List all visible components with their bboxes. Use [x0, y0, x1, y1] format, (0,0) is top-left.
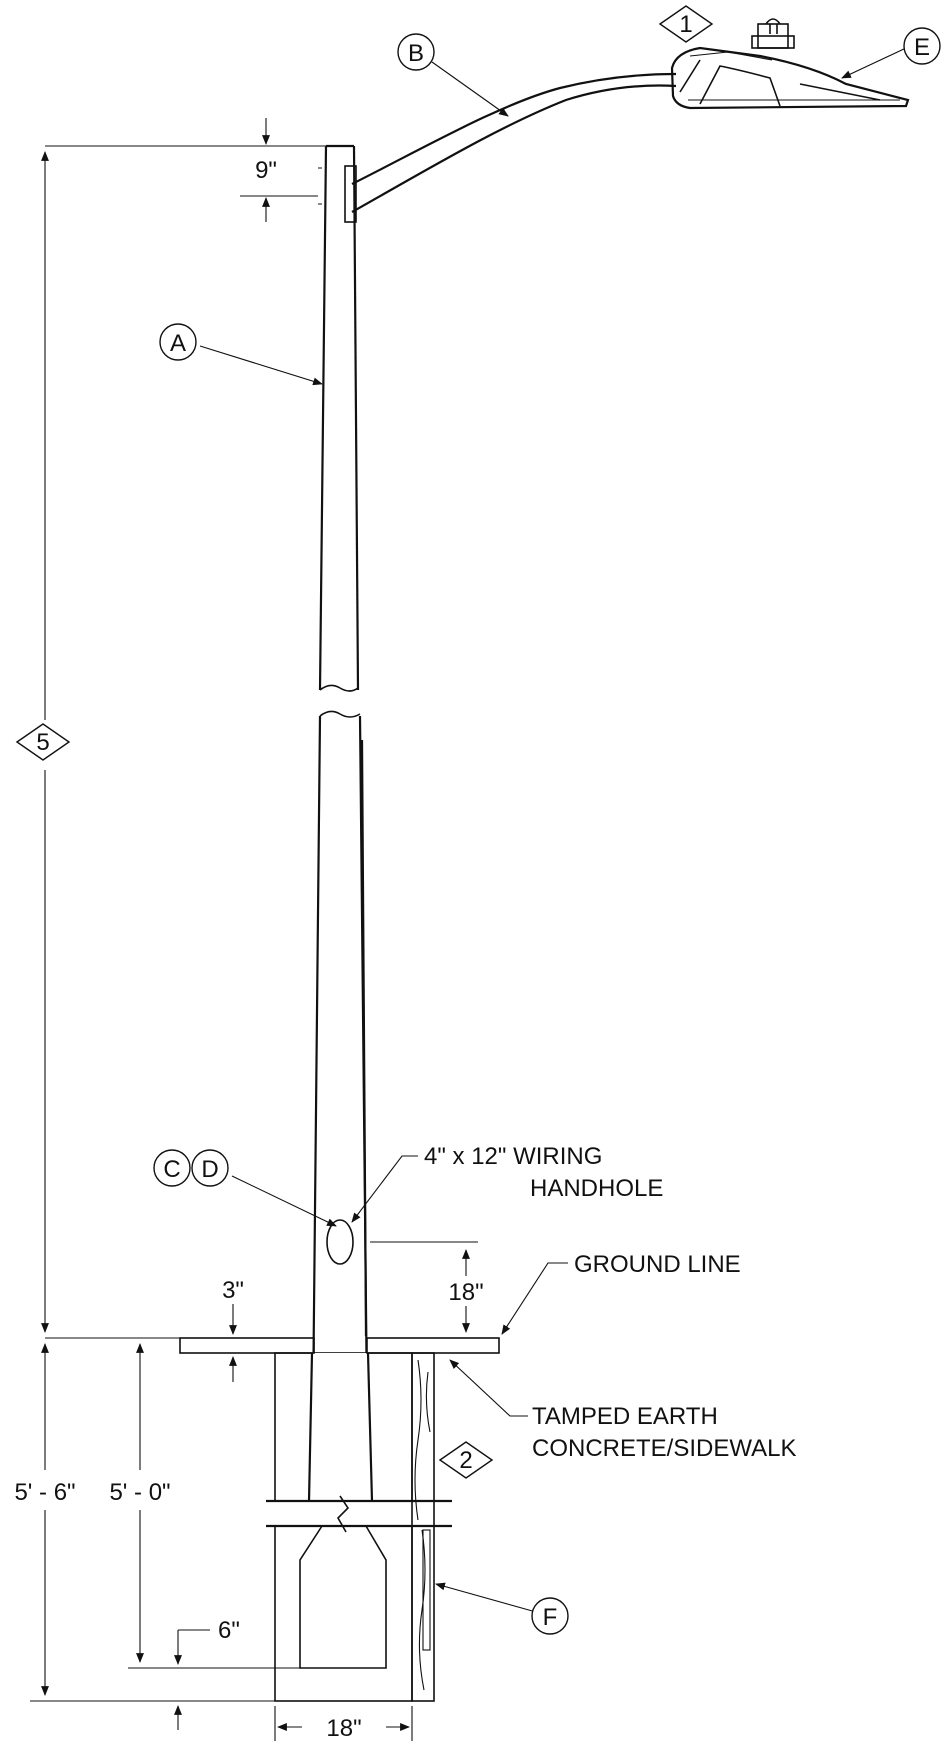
note-diamond-5: 5 — [15, 723, 71, 761]
dim-pole-embed: 5' - 0" — [109, 1479, 170, 1506]
dimension-lines — [30, 118, 478, 1741]
callout-A-label: A — [170, 330, 186, 357]
backfill-label-line2: CONCRETE/SIDEWALK — [532, 1435, 796, 1462]
foundation — [266, 1352, 452, 1702]
dim-foundation-width: 18" — [326, 1715, 361, 1741]
callout-C: C — [153, 1149, 191, 1187]
ground-line-label: GROUND LINE — [574, 1251, 741, 1278]
note-diamond-1: 1 — [658, 5, 714, 43]
callout-F-label: F — [543, 1604, 558, 1631]
dim-arm-offset: 9" — [255, 157, 277, 184]
leader-lines — [199, 47, 907, 1613]
note-diamond-2: 2 — [438, 1441, 494, 1479]
note-1-label: 1 — [679, 11, 692, 38]
callout-E-label: E — [914, 34, 930, 61]
dim-base-depth: 6" — [218, 1617, 240, 1644]
luminaire — [670, 18, 910, 110]
backfill-label-line1: TAMPED EARTH — [532, 1403, 718, 1430]
callout-D-label: D — [201, 1156, 218, 1183]
handhole-label-line2: HANDHOLE — [530, 1175, 663, 1202]
handhole-opening — [326, 1219, 354, 1265]
callout-D: D — [191, 1149, 229, 1187]
pole-shaft-upper — [318, 144, 360, 692]
handhole-label-line1: 4" x 12" WIRING — [424, 1143, 602, 1170]
callout-C-label: C — [163, 1156, 180, 1183]
callout-A: A — [159, 323, 197, 361]
ground-slab — [179, 1337, 500, 1354]
mast-arm — [344, 72, 677, 223]
callout-F: F — [531, 1597, 569, 1635]
callout-B: B — [397, 33, 435, 71]
dim-slab-thickness: 3" — [222, 1277, 244, 1304]
note-5-label: 5 — [36, 729, 49, 756]
dim-total-embed: 5' - 6" — [14, 1479, 75, 1506]
callout-E: E — [903, 27, 941, 65]
callout-B-label: B — [408, 40, 424, 67]
note-2-label: 2 — [459, 1447, 472, 1474]
dim-handhole-height: 18" — [448, 1279, 483, 1306]
